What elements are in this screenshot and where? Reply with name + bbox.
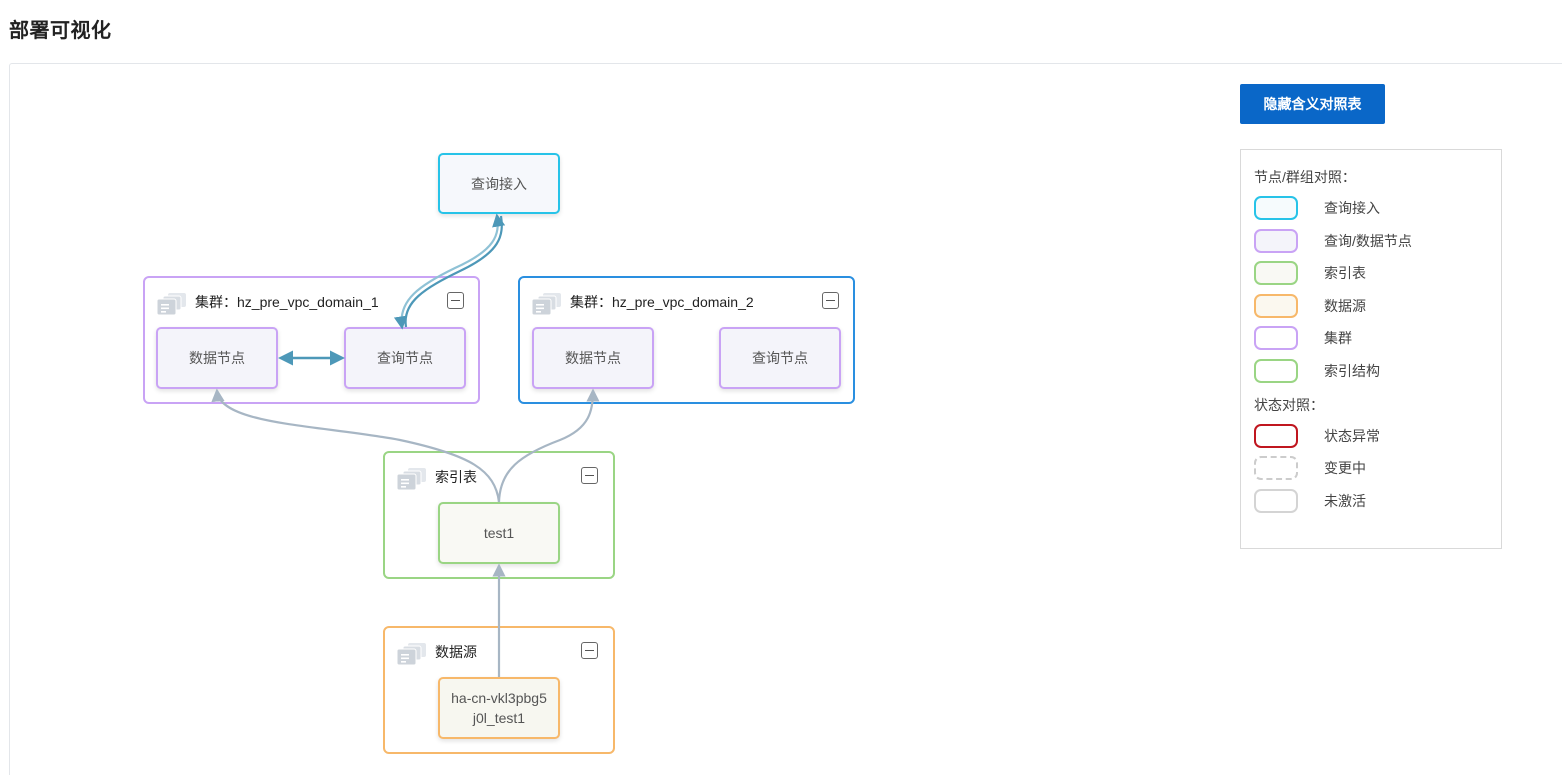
- data-source-group-title: 数据源: [435, 644, 477, 660]
- index-stack-icon: [396, 468, 426, 491]
- legend-label: 查询接入: [1324, 200, 1380, 216]
- query-access-swatch: [1254, 196, 1298, 220]
- index-table-group-title: 索引表: [435, 469, 477, 485]
- legend-item: 状态异常: [1254, 424, 1494, 448]
- cluster-1-query-node[interactable]: 查询节点: [344, 327, 466, 389]
- legend-item: 数据源: [1254, 294, 1494, 318]
- index-structure-swatch: [1254, 359, 1298, 383]
- cluster-2-data-node[interactable]: 数据节点: [532, 327, 654, 389]
- page-title: 部署可视化: [9, 20, 112, 42]
- legend-section-nodes: 节点/群组对照：: [1254, 169, 1356, 185]
- query-access-label: 查询接入: [471, 175, 527, 192]
- legend-item: 查询接入: [1254, 196, 1494, 220]
- legend-panel: 节点/群组对照： 查询接入 查询/数据节点 索引表 数据源 集群 索引结构 状态…: [1240, 149, 1502, 549]
- cluster-2-query-node[interactable]: 查询节点: [719, 327, 841, 389]
- hide-legend-button[interactable]: 隐藏含义对照表: [1240, 84, 1385, 124]
- cluster-stack-icon: [531, 293, 561, 316]
- data-source-node-label-line2: j0l_test1: [472, 710, 526, 726]
- query-node-label: 查询节点: [752, 350, 808, 366]
- legend-label: 索引表: [1324, 265, 1366, 281]
- legend-label: 变更中: [1324, 460, 1366, 476]
- collapse-icon[interactable]: [447, 292, 464, 309]
- cluster-swatch: [1254, 326, 1298, 350]
- legend-item: 索引结构: [1254, 359, 1494, 383]
- collapse-icon[interactable]: [822, 292, 839, 309]
- legend-item: 未激活: [1254, 489, 1494, 513]
- data-source-node[interactable]: ha-cn-vkl3pbg5 j0l_test1: [438, 677, 560, 739]
- cluster-1-data-node[interactable]: 数据节点: [156, 327, 278, 389]
- query-access-node[interactable]: 查询接入: [438, 153, 560, 214]
- collapse-icon[interactable]: [581, 467, 598, 484]
- cluster-1-title: 集群：hz_pre_vpc_domain_1: [195, 294, 379, 310]
- legend-label: 状态异常: [1324, 428, 1380, 444]
- status-error-swatch: [1254, 424, 1298, 448]
- query-node-label: 查询节点: [377, 350, 433, 366]
- legend-label: 查询/数据节点: [1324, 233, 1412, 249]
- cluster-stack-icon: [156, 293, 186, 316]
- collapse-icon[interactable]: [581, 642, 598, 659]
- data-source-node-label-line1: ha-cn-vkl3pbg5: [451, 690, 547, 706]
- source-stack-icon: [396, 643, 426, 666]
- cluster-2-title: 集群：hz_pre_vpc_domain_2: [570, 294, 754, 310]
- data-source-swatch: [1254, 294, 1298, 318]
- legend-item: 变更中: [1254, 456, 1494, 480]
- legend-item: 查询/数据节点: [1254, 229, 1494, 253]
- status-inactive-swatch: [1254, 489, 1298, 513]
- legend-label: 集群: [1324, 330, 1352, 346]
- data-node-label: 数据节点: [189, 350, 245, 366]
- index-table-node-label: test1: [483, 525, 515, 541]
- index-table-swatch: [1254, 261, 1298, 285]
- status-changing-swatch: [1254, 456, 1298, 480]
- index-table-node[interactable]: test1: [438, 502, 560, 564]
- legend-section-status: 状态对照：: [1254, 397, 1324, 413]
- data-node-label: 数据节点: [565, 350, 621, 366]
- legend-label: 数据源: [1324, 298, 1366, 314]
- legend-item: 索引表: [1254, 261, 1494, 285]
- legend-label: 未激活: [1324, 493, 1366, 509]
- legend-item: 集群: [1254, 326, 1494, 350]
- legend-label: 索引结构: [1324, 363, 1380, 379]
- query-data-node-swatch: [1254, 229, 1298, 253]
